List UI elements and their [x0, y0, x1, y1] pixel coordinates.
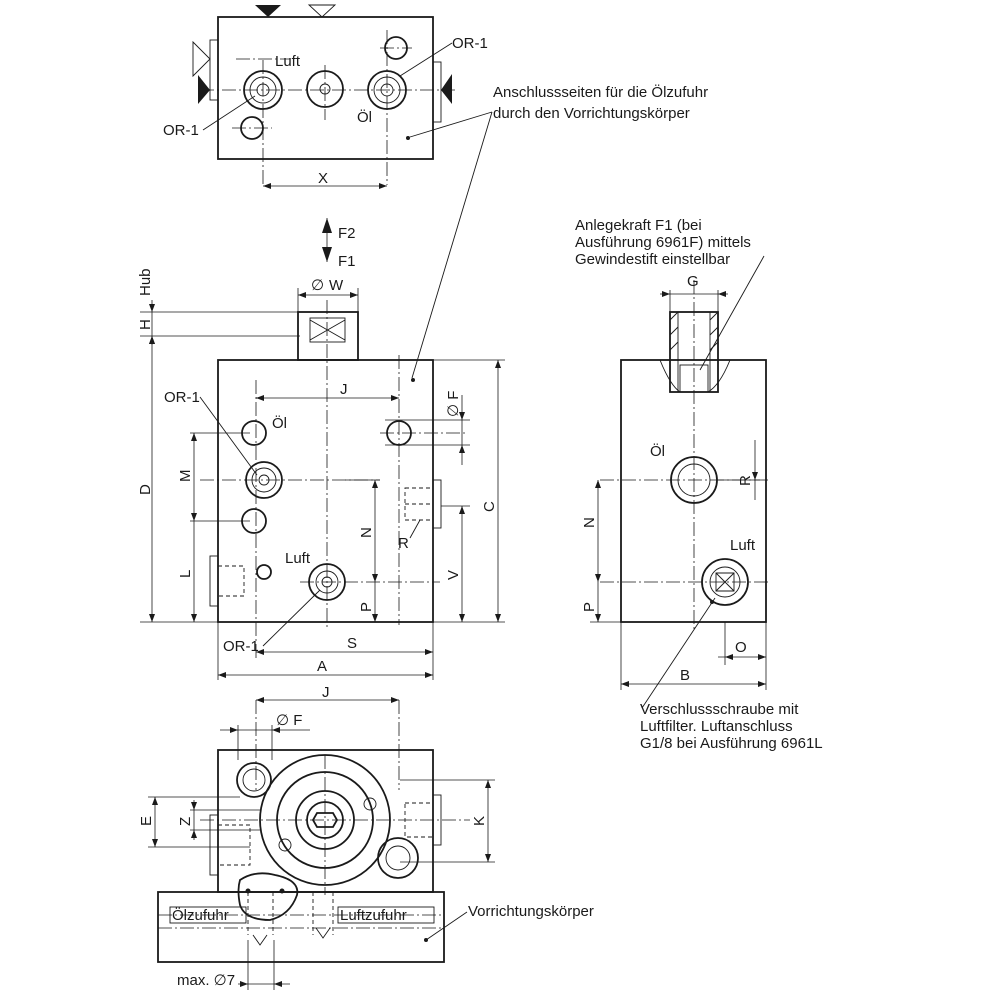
- dim-b: B: [680, 667, 690, 684]
- callout-text: Vorrichtungskörper: [468, 903, 594, 920]
- callout-anlegekraft: Anlegekraft F1 (bei Ausführung 6961F) mi…: [575, 217, 765, 371]
- front-view: F2 F1 ∅ W Hub H D M L: [137, 218, 505, 680]
- dim-n: N: [358, 527, 375, 538]
- vorrichtungskoerper: [157, 891, 445, 963]
- svg-text:∅: ∅: [311, 277, 324, 294]
- label-oelzufuhr: Ölzufuhr: [172, 906, 229, 924]
- svg-text:∅ F: ∅ F: [445, 391, 462, 417]
- dim-max7: max. ∅7: [177, 972, 235, 989]
- top-view: Luft Öl OR-1 OR-1 X: [163, 4, 488, 189]
- dim-l: L: [177, 570, 194, 578]
- dim-m: M: [177, 470, 194, 483]
- callout-text: Gewindestift einstellbar: [575, 251, 730, 268]
- dim-o: O: [735, 639, 747, 656]
- label-luft: Luft: [285, 550, 311, 567]
- side-view-body: [620, 359, 767, 623]
- surface-marker-icon: [192, 40, 211, 78]
- callout-text: Anlegekraft F1 (bei: [575, 217, 702, 234]
- dim-k: K: [471, 816, 488, 826]
- dim-c: C: [481, 501, 498, 512]
- callout-text: Luftfilter. Luftanschluss: [640, 718, 793, 735]
- svg-text:∅ F: ∅ F: [276, 712, 302, 729]
- piston: [297, 311, 359, 361]
- hex-socket-icon: [311, 812, 339, 828]
- oil-seal-detail: [237, 872, 299, 921]
- surface-marker-icon: [441, 74, 452, 104]
- dim-n: N: [581, 517, 598, 528]
- dim-j: J: [322, 684, 330, 701]
- label-or1: OR-1: [223, 638, 259, 655]
- label-luft: Luft: [730, 537, 756, 554]
- dim-j: J: [340, 381, 348, 398]
- callout-text: Anschlussseiten für die Ölzufuhr: [493, 83, 708, 101]
- callout-text: Verschlussschraube mit: [640, 701, 799, 718]
- callout-anschlussseiten: Anschlussseiten für die Ölzufuhr durch d…: [409, 83, 708, 379]
- dim-v: V: [445, 570, 462, 580]
- surface-marker-icon: [198, 75, 210, 104]
- dim-r: R: [398, 535, 409, 552]
- fixture-body: Ölzufuhr Luftzufuhr max. ∅7 Vorrichtungs…: [157, 872, 594, 990]
- callout-verschlussschraube: Verschlussschraube mit Luftfilter. Lufta…: [640, 597, 823, 752]
- center-bore: [306, 70, 344, 108]
- callout-text: Ausführung 6961F) mittels: [575, 234, 751, 251]
- mounting-flange: [259, 754, 391, 886]
- bottom-view: J ∅ F E Z K: [138, 684, 495, 895]
- label-oel: Öl: [650, 442, 665, 460]
- label-or1: OR-1: [452, 35, 488, 52]
- dim-r: R: [737, 475, 754, 486]
- surface-marker-icon: [255, 5, 281, 17]
- dim-h: H: [137, 319, 154, 330]
- label-f2: F2: [338, 225, 356, 242]
- callout-text: G1/8 bei Ausführung 6961L: [640, 735, 823, 752]
- dim-x: X: [318, 170, 328, 187]
- label-oel: Öl: [357, 108, 372, 126]
- label-luftzufuhr: Luftzufuhr: [340, 907, 407, 924]
- side-view: G Öl R Luft N P O B: [581, 273, 770, 690]
- dim-hub: Hub: [137, 268, 154, 296]
- label-oel: Öl: [272, 414, 287, 432]
- dim-s: S: [347, 635, 357, 652]
- dim-e: E: [138, 816, 155, 826]
- label-or1: OR-1: [164, 389, 200, 406]
- callout-text: durch den Vorrichtungskörper: [493, 105, 690, 122]
- dim-g: G: [687, 273, 699, 290]
- dim-a: A: [317, 658, 327, 675]
- dim-w: W: [329, 277, 344, 294]
- label-or1: OR-1: [163, 122, 199, 139]
- or1-port: [243, 70, 283, 110]
- surface-marker-icon: [307, 4, 337, 18]
- dim-z: Z: [177, 817, 194, 826]
- dim-p: P: [581, 602, 598, 612]
- air-port: [308, 563, 346, 601]
- label-luft: Luft: [275, 53, 301, 70]
- dim-d: D: [137, 484, 154, 495]
- or1-port: [245, 461, 283, 499]
- label-f1: F1: [338, 253, 356, 270]
- dim-p: P: [358, 602, 375, 612]
- oil-port: [367, 70, 407, 110]
